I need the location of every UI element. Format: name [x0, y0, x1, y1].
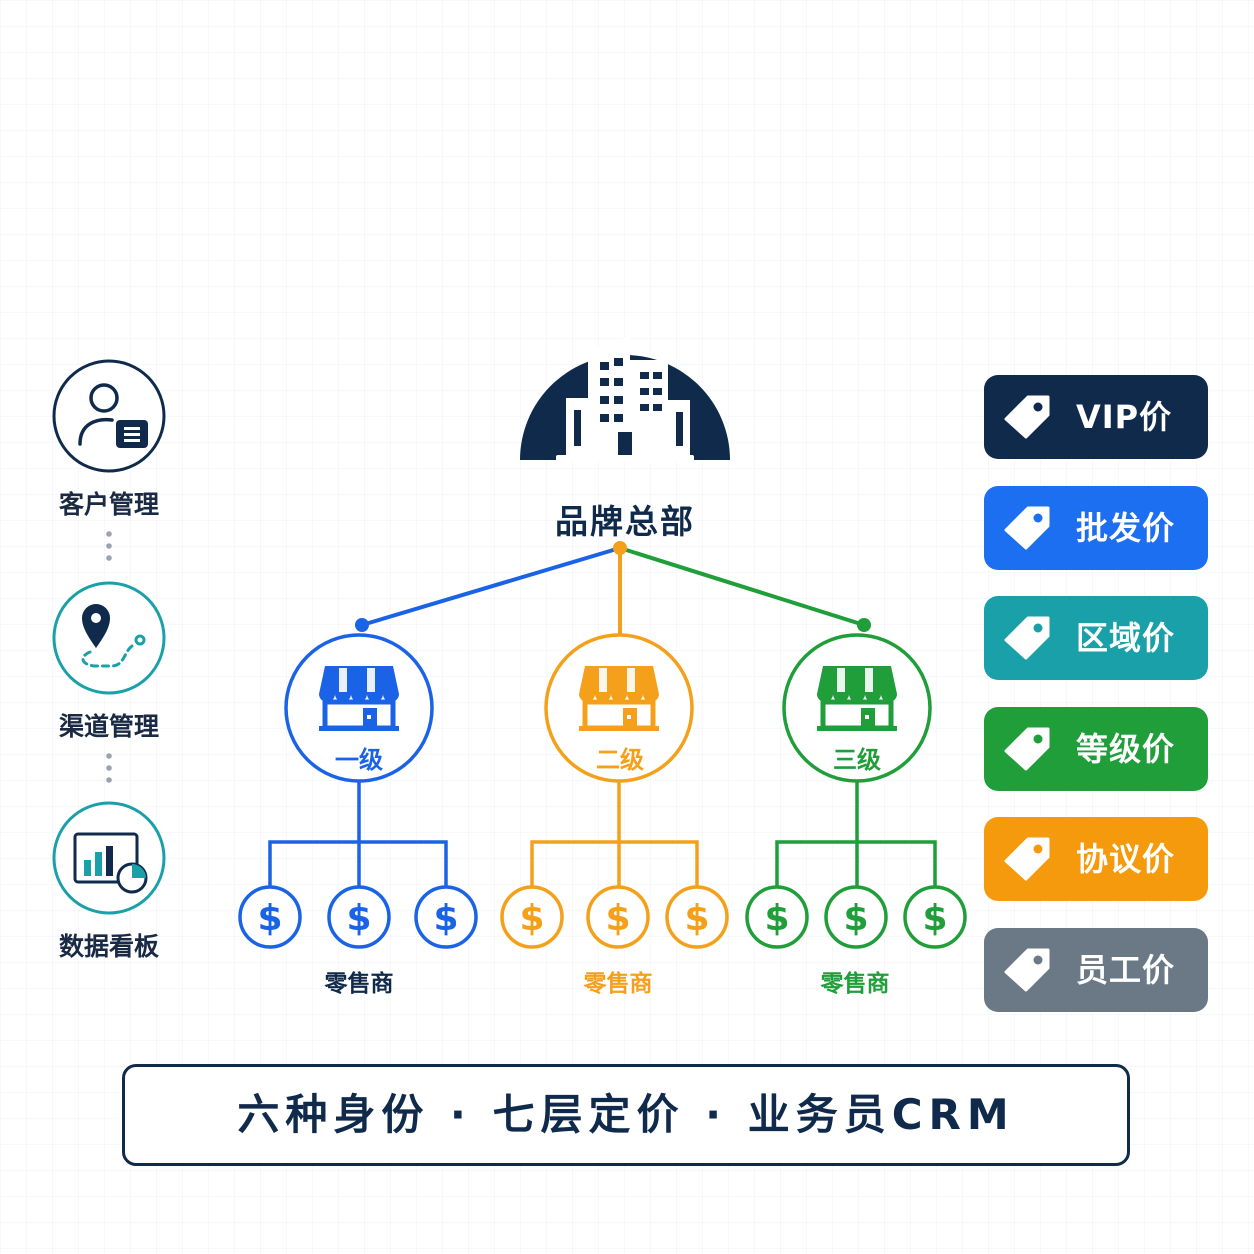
headquarters-label: 品牌总部 — [555, 502, 695, 541]
hq-connectors — [355, 541, 871, 637]
price-tag-2[interactable]: 批发价 — [984, 485, 1208, 570]
price-tag-1[interactable]: VIP价 — [984, 375, 1208, 459]
price-tag-label: 员工价 — [1076, 950, 1176, 989]
price-tag-label: 等级价 — [1076, 729, 1176, 768]
price-tag-label: 协议价 — [1076, 840, 1176, 878]
sidebar-item-customer-label: 客户管理 — [58, 490, 159, 519]
tier-2-retailer-label: 零售商 — [583, 971, 653, 997]
tier-2-retailer-1: $ — [500, 885, 564, 949]
price-tag-4[interactable]: 等级价 — [984, 706, 1208, 791]
dollar-icon: $ — [764, 898, 789, 939]
dollar-icon: $ — [433, 898, 458, 939]
tier-2-branches — [530, 781, 699, 887]
dashboard-chart-icon — [52, 801, 166, 915]
tier-3-retailer-1: $ — [745, 885, 809, 949]
sidebar-item-dashboard-label: 数据看板 — [58, 932, 159, 961]
tier-2-retailer-2: $ — [586, 885, 650, 949]
tier-1-label: 一级 — [335, 746, 383, 774]
price-tag-3[interactable]: 区域价 — [984, 596, 1208, 680]
tag-icon — [1004, 837, 1050, 881]
customer-card-icon — [52, 359, 166, 473]
tag-icon — [1004, 616, 1050, 660]
tier-2-label: 二级 — [596, 746, 644, 774]
tier-1-retailer-label: 零售商 — [324, 971, 394, 997]
dollar-icon: $ — [922, 898, 947, 939]
price-tag-label: 区域价 — [1076, 619, 1176, 657]
storefront-icon — [817, 666, 897, 731]
price-tag-label: 批发价 — [1076, 508, 1176, 547]
dollar-icon: $ — [843, 898, 868, 939]
sidebar-connectors — [106, 531, 112, 783]
tier-3-branches — [775, 781, 937, 887]
tag-icon — [1004, 727, 1050, 770]
dollar-icon: $ — [346, 898, 371, 939]
price-tag-6[interactable]: 员工价 — [984, 927, 1208, 1012]
tier-2-node: $ $ $ — [500, 633, 729, 949]
tier-3-node: $ $ $ — [745, 633, 967, 949]
summary-banner: 六种身份 · 七层定价 · 业务员CRM — [122, 1064, 1130, 1166]
sidebar-item-channel-label: 渠道管理 — [58, 712, 159, 741]
storefront-icon — [579, 666, 659, 731]
tier-1-node: $ $ $ — [238, 633, 478, 949]
tag-icon — [1004, 948, 1050, 991]
tier-1-retailer-2: $ — [327, 885, 391, 949]
tag-icon — [1004, 506, 1050, 549]
storefront-icon — [319, 666, 399, 731]
tier-1-retailer-1: $ — [238, 885, 302, 949]
dollar-icon: $ — [257, 898, 282, 939]
tier-1-retailer-3: $ — [414, 885, 478, 949]
tier-3-retailer-2: $ — [824, 885, 888, 949]
tier-3-retailer-3: $ — [903, 885, 967, 949]
tier-1-branches — [268, 781, 448, 887]
map-pin-route-icon — [52, 581, 166, 695]
tier-2-retailer-3: $ — [665, 885, 729, 949]
price-tag-label: VIP价 — [1076, 398, 1173, 436]
tier-3-label: 三级 — [833, 746, 881, 774]
dollar-icon: $ — [684, 898, 709, 939]
tag-icon — [1004, 395, 1050, 439]
building-icon — [520, 336, 730, 462]
tier-3-retailer-label: 零售商 — [820, 971, 890, 997]
dollar-icon: $ — [605, 898, 630, 939]
price-tag-5[interactable]: 协议价 — [984, 817, 1208, 901]
dollar-icon: $ — [519, 898, 544, 939]
